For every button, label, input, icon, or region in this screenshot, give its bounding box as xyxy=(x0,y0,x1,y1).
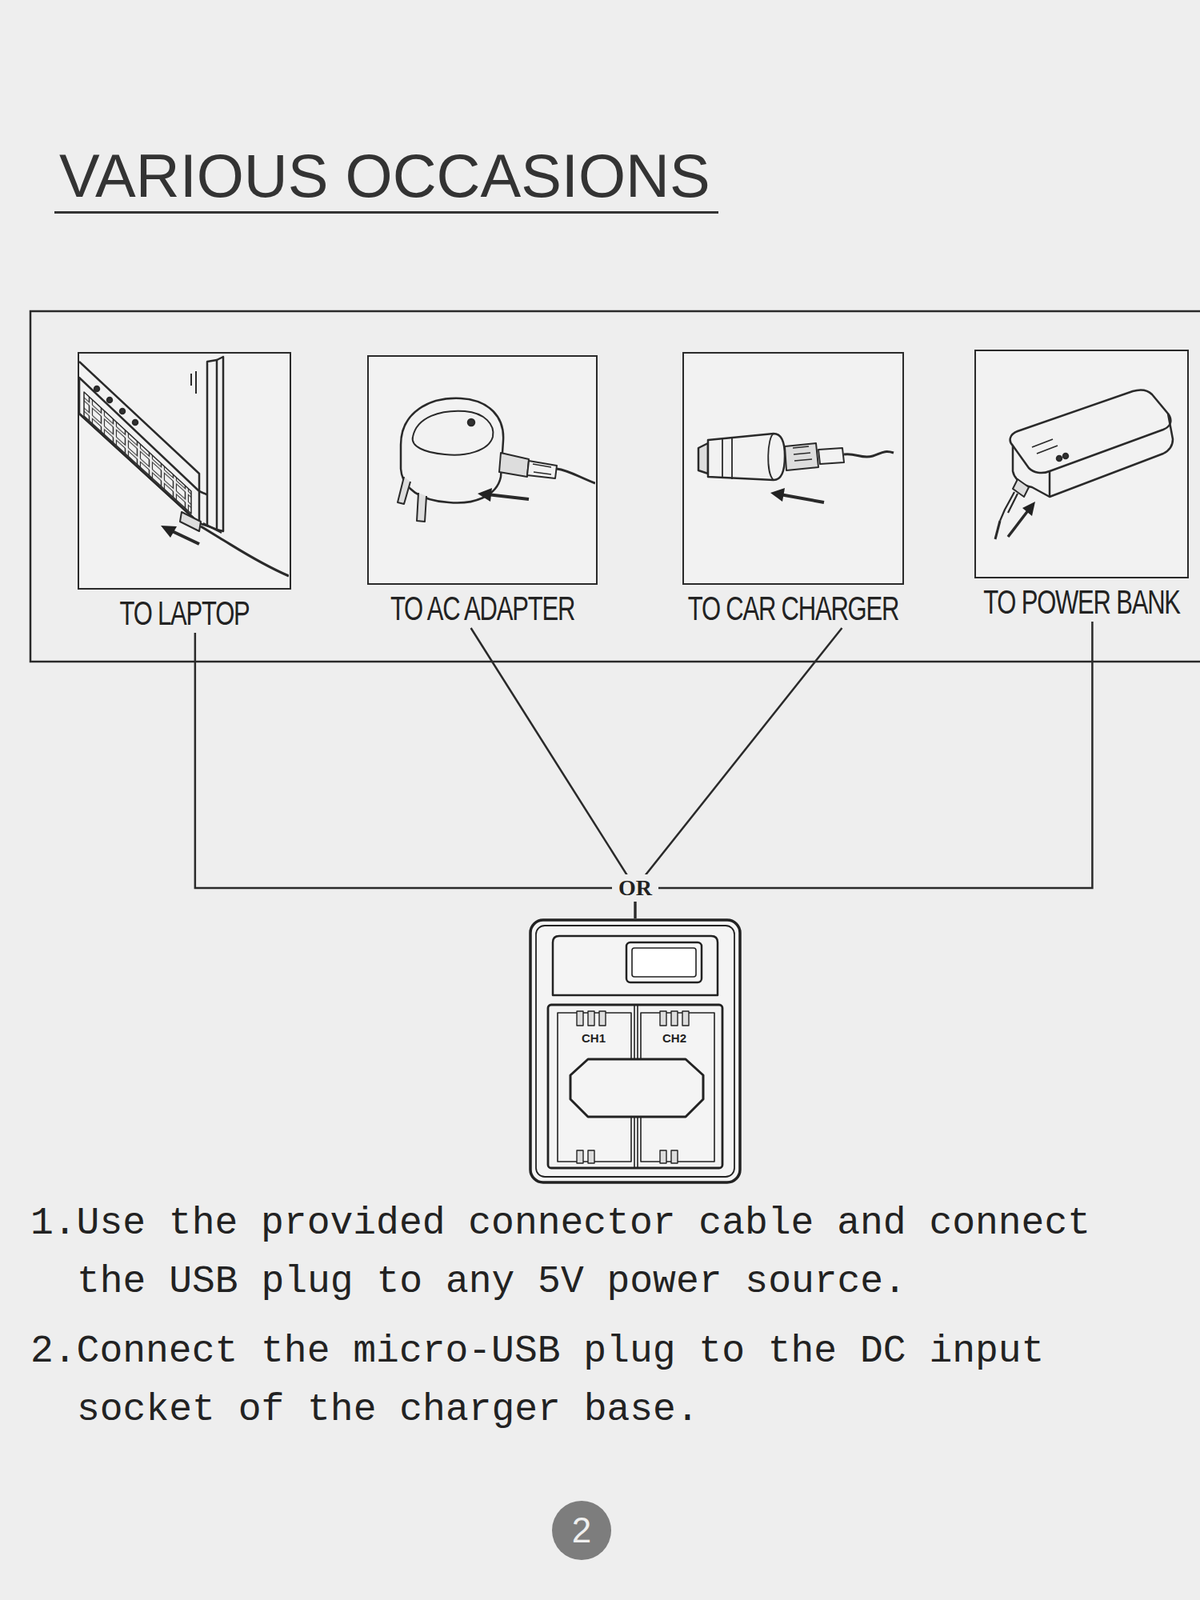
ac-adapter-box: TO AC ADAPTER xyxy=(367,355,598,628)
car-charger-illustration xyxy=(684,353,902,583)
instruction-step: 2.Connect the micro-USB plug to the DC i… xyxy=(30,1322,1135,1440)
or-label: OR xyxy=(612,874,659,903)
connector-line xyxy=(195,632,636,919)
occasion-label: TO LAPTOP xyxy=(119,596,249,631)
laptop-box: TO LAPTOP xyxy=(77,352,292,633)
illustration-frame xyxy=(367,355,598,585)
page-number-circle: 2 xyxy=(551,1500,612,1561)
illustration-frame xyxy=(77,352,292,590)
connector-line xyxy=(635,621,1092,919)
channel-label: CH1 xyxy=(569,1032,618,1044)
laptop-illustration xyxy=(79,353,289,588)
page-number-circle-shape xyxy=(552,1500,612,1560)
channel-label: CH2 xyxy=(650,1032,699,1044)
occasion-panel xyxy=(30,311,1200,662)
connector-line xyxy=(635,628,842,919)
occasion-label: TO CAR CHARGER xyxy=(688,591,899,626)
connector-line xyxy=(471,628,636,919)
illustration-frame xyxy=(682,352,904,585)
power-bank-box: TO POWER BANK xyxy=(974,349,1189,622)
charger-base: CH1 CH2 xyxy=(528,918,742,1184)
charger-base-illustration xyxy=(528,918,742,1184)
occasion-label: TO POWER BANK xyxy=(983,584,1180,620)
power-bank-illustration xyxy=(976,351,1187,576)
illustration-frame xyxy=(974,349,1189,579)
ac-adapter-illustration xyxy=(368,356,596,583)
occasion-label: TO AC ADAPTER xyxy=(390,591,575,626)
page-number: 2 xyxy=(551,1500,612,1561)
car-charger-box: TO CAR CHARGER xyxy=(682,352,904,628)
instruction-step: 1.Use the provided connector cable and c… xyxy=(30,1194,1135,1312)
page-title: VARIOUS OCCASIONS xyxy=(54,142,719,214)
